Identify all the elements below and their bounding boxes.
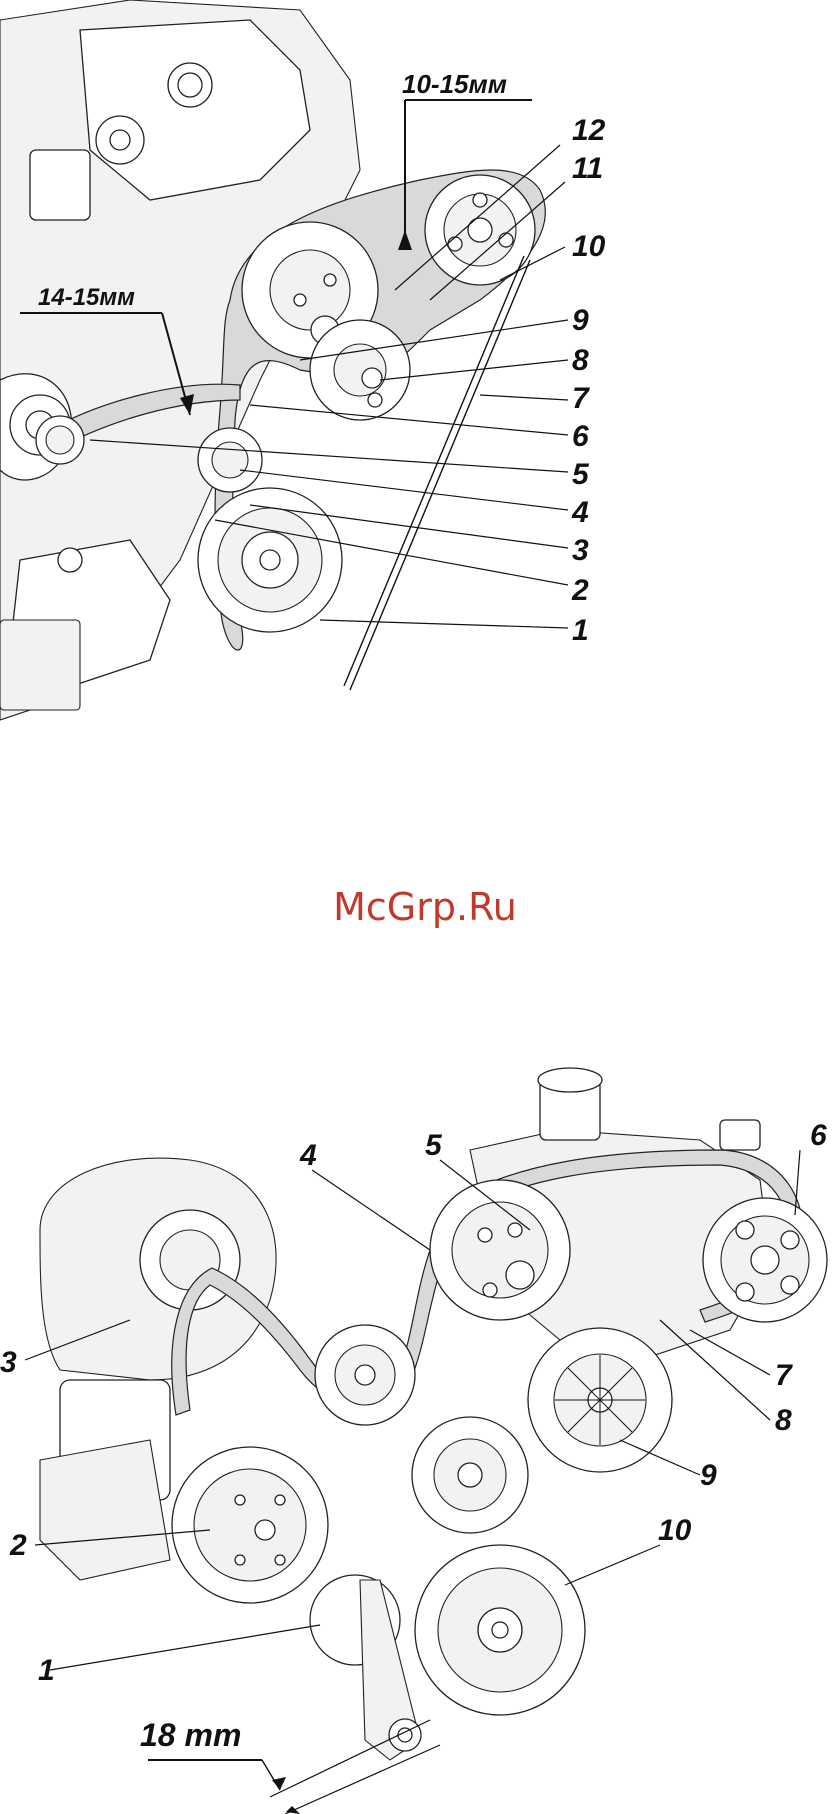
bottom-callout-10: 10 xyxy=(658,1514,692,1547)
top-callout-12: 12 xyxy=(572,114,606,147)
bottom-pulley-10 xyxy=(415,1545,585,1715)
top-callout-5: 5 xyxy=(572,458,590,491)
top-callout-10: 10 xyxy=(572,230,606,263)
top-dimension-label-a: 10-15мм xyxy=(402,69,507,99)
top-pulley-small-left xyxy=(36,416,84,464)
top-pulley-tensioner xyxy=(198,428,262,492)
top-callout-2: 2 xyxy=(571,574,589,607)
bottom-callout-5: 5 xyxy=(425,1129,443,1162)
bottom-callout-6: 6 xyxy=(810,1119,827,1152)
bottom-dimension-label: 18 mm xyxy=(140,1717,241,1753)
top-callout-6: 6 xyxy=(572,420,589,453)
top-callout-9: 9 xyxy=(572,304,589,337)
bottom-engine-diagram: 18 mm 1 2 3 4 5 6 7 8 9 10 xyxy=(0,1068,827,1814)
bottom-callout-1: 1 xyxy=(38,1654,55,1687)
bottom-pulley-6 xyxy=(703,1198,827,1322)
bottom-callout-7: 7 xyxy=(775,1359,793,1392)
top-pulley-crankshaft xyxy=(198,488,342,632)
bottom-pulley-4 xyxy=(315,1325,415,1425)
top-callout-8: 8 xyxy=(572,344,589,377)
bottom-callout-8: 8 xyxy=(775,1404,792,1437)
top-callouts: 12 11 10 9 8 7 6 5 4 3 2 1 xyxy=(571,114,606,647)
top-engine-diagram: 10-15мм 14-15мм 12 11 10 xyxy=(0,0,606,720)
top-callout-7: 7 xyxy=(572,382,590,415)
bottom-pulley-idler-2 xyxy=(412,1417,528,1533)
watermark: McGrp.Ru xyxy=(333,885,517,929)
top-callout-4: 4 xyxy=(571,496,589,529)
bottom-callout-9: 9 xyxy=(700,1459,717,1492)
top-pulley-idler xyxy=(310,320,410,420)
bottom-callout-2: 2 xyxy=(9,1529,27,1562)
top-callout-11: 11 xyxy=(572,152,603,185)
bottom-pulley-9 xyxy=(528,1328,672,1472)
bottom-callout-3: 3 xyxy=(0,1346,17,1379)
top-callout-3: 3 xyxy=(572,534,589,567)
top-callout-1: 1 xyxy=(572,614,589,647)
bottom-pulley-5 xyxy=(430,1180,570,1320)
bottom-pulley-2 xyxy=(172,1447,328,1603)
bottom-callout-4: 4 xyxy=(299,1139,317,1172)
top-dimension-label-b: 14-15мм xyxy=(38,284,135,311)
